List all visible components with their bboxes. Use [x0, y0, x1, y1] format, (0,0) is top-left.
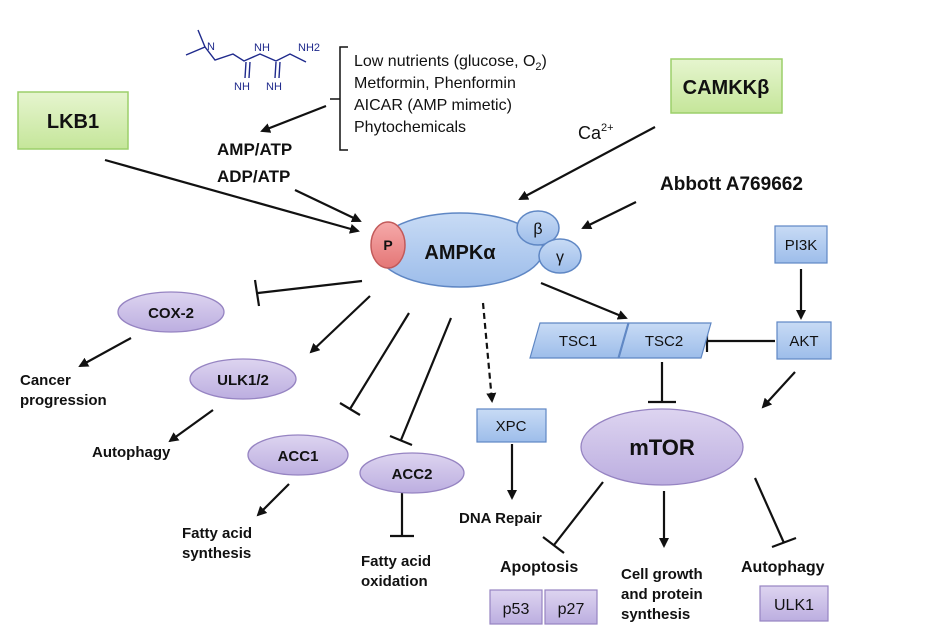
cancer-label-2: progression	[20, 392, 107, 409]
cell-growth-label-3: synthesis	[621, 606, 690, 623]
ca-label: Ca2+	[578, 122, 614, 143]
activator-phytochemicals: Phytochemicals	[354, 119, 466, 136]
acc1-node: ACC1	[247, 434, 349, 476]
inhib-ampk-acc2	[389, 317, 453, 447]
ulk1-node: ULK1	[759, 585, 829, 622]
molecule-n: N	[207, 41, 215, 53]
molecule-nh-left: NH	[234, 81, 250, 93]
fa-synthesis-label-2: synthesis	[182, 545, 251, 562]
lkb1-label: LKB1	[47, 111, 99, 133]
acc2-node: ACC2	[359, 452, 465, 494]
edge-adp-to-ampk	[294, 189, 362, 223]
p27-label: p27	[558, 601, 585, 618]
gamma-label: γ	[556, 249, 564, 266]
abbott-label: Abbott A769662	[660, 174, 803, 195]
inhib-akt-tsc2	[705, 330, 775, 352]
tsc1-node: TSC1	[529, 322, 629, 359]
beta-label: β	[533, 221, 542, 238]
autophagy-right-label: Autophagy	[741, 559, 825, 576]
camkk-node: CAMKKβ	[670, 58, 783, 114]
pi3k-node: PI3K	[774, 225, 828, 264]
cox2-node: COX-2	[117, 291, 225, 333]
molecule-nh-top: NH	[254, 42, 270, 54]
inhib-tsc2-mtor	[648, 362, 676, 404]
p53-node: p53	[489, 589, 543, 625]
tsc2-label: TSC2	[645, 333, 683, 350]
edge-ampk-to-tsc2	[540, 281, 628, 320]
edge-bracket-to-amp	[260, 104, 327, 133]
mtor-node: mTOR	[580, 408, 744, 486]
apoptosis-label: Apoptosis	[500, 559, 578, 576]
inhib-mtor-apoptosis	[542, 481, 604, 554]
p53-label: p53	[503, 601, 530, 618]
molecule-nh-right: NH	[266, 81, 282, 93]
dna-repair-label: DNA Repair	[459, 510, 542, 527]
acc1-label: ACC1	[278, 448, 319, 465]
edge-ulk12-to-autophagy	[168, 409, 214, 443]
activator-aicar: AICAR (AMP mimetic)	[354, 97, 512, 114]
edge-lkb1-to-ampk	[104, 158, 360, 234]
beta-subunit	[516, 210, 560, 246]
activators-bracket	[330, 46, 348, 151]
metformin-structure: N NH NH2 NH NH	[185, 29, 320, 93]
camkk-label: CAMKKβ	[683, 77, 770, 99]
activator-low-nutrients: Low nutrients (glucose, O2)	[354, 53, 547, 73]
edge-ampk-to-xpc	[481, 302, 497, 403]
mtor-label: mTOR	[629, 435, 695, 460]
cancer-label-1: Cancer	[20, 372, 71, 389]
adp-atp-label: ADP/ATP	[217, 167, 290, 186]
fa-synthesis-label-1: Fatty acid	[182, 525, 252, 542]
autophagy-left-label: Autophagy	[92, 444, 171, 461]
cell-growth-label-1: Cell growth	[621, 566, 703, 583]
fa-oxidation-label-2: oxidation	[361, 573, 428, 590]
activators-list: Low nutrients (glucose, O2) Metformin, P…	[354, 53, 547, 136]
tsc1-label: TSC1	[559, 333, 597, 350]
gamma-subunit	[538, 238, 582, 274]
p27-node: p27	[544, 589, 598, 625]
inhib-mtor-autophagy	[753, 477, 797, 549]
edge-abbott-to-ampk	[581, 201, 637, 229]
inhib-ampk-cox2	[253, 279, 363, 307]
phospho-label: P	[383, 237, 392, 253]
pi3k-label: PI3K	[785, 237, 818, 254]
acc2-label: ACC2	[392, 466, 433, 483]
inhib-ampk-acc1	[339, 312, 410, 416]
inhib-acc2-faox	[390, 492, 414, 538]
edge-camkk-to-ampk	[518, 126, 656, 200]
amp-atp-label: AMP/ATP	[217, 140, 292, 159]
akt-node: AKT	[776, 321, 832, 360]
molecule-nh2: NH2	[298, 42, 320, 54]
xpc-label: XPC	[496, 418, 527, 435]
edge-cox2-to-cancer	[78, 337, 132, 367]
ulk12-label: ULK1/2	[217, 372, 269, 389]
edges	[78, 104, 806, 554]
activator-metformin: Metformin, Phenformin	[354, 75, 516, 92]
ampk-node: AMPKα β γ P	[370, 210, 582, 288]
cell-growth-label-2: and protein	[621, 586, 703, 603]
cox2-label: COX-2	[148, 305, 194, 322]
ulk1-label: ULK1	[774, 597, 814, 614]
akt-label: AKT	[789, 333, 818, 350]
tsc2-node: TSC2	[618, 322, 712, 359]
phospho-site	[370, 221, 406, 269]
ampk-label: AMPKα	[424, 242, 496, 264]
ulk12-node: ULK1/2	[189, 358, 297, 400]
edge-akt-to-mtor	[761, 371, 796, 409]
edge-acc1-to-fasyn	[256, 483, 290, 517]
lkb1-node: LKB1	[17, 91, 129, 150]
edge-ampk-to-ulk12	[309, 295, 371, 354]
xpc-node: XPC	[476, 408, 547, 443]
fa-oxidation-label-1: Fatty acid	[361, 553, 431, 570]
